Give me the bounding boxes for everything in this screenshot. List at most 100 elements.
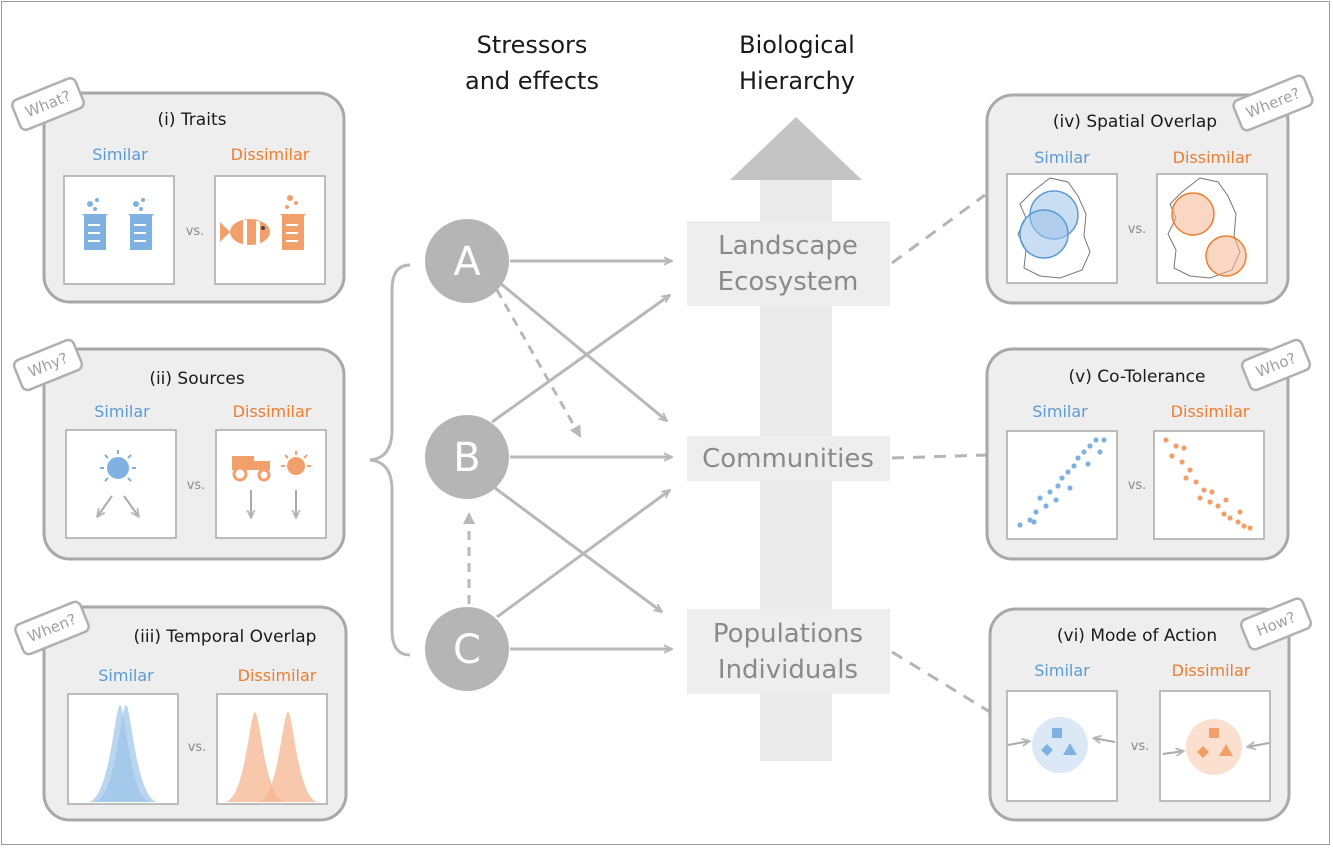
- triangle-icon: [1219, 744, 1233, 756]
- panel-cotolerance-title: (v) Co-Tolerance: [1069, 367, 1206, 387]
- cotolerance-similar-label: Similar: [1032, 402, 1088, 421]
- beaker-icon: [128, 198, 154, 250]
- panel-mode: (vi) Mode of Action Similar Dissimilar v…: [988, 607, 1291, 822]
- header-hierarchy-line2: Hierarchy: [739, 67, 855, 95]
- panel-spatial-title: (iv) Spatial Overlap: [1053, 112, 1217, 132]
- grouping-brace: [369, 263, 411, 657]
- diamond-icon: [1197, 746, 1209, 758]
- arrow-a-b-dashed: [495, 289, 582, 438]
- scatter-point: [1207, 499, 1213, 505]
- panel-sources: (ii) Sources Similar Dissimilar vs.: [42, 347, 346, 561]
- scatter-point: [1221, 511, 1227, 517]
- scatter-point: [1027, 517, 1033, 523]
- level-landscape-ecosystem: Landscape Ecosystem: [687, 221, 890, 306]
- stressor-node-b: B: [425, 415, 509, 499]
- sun-icon: [100, 450, 136, 482]
- scatter-point: [1173, 443, 1179, 449]
- sources-dissimilar-box: [215, 429, 327, 539]
- scatter-point: [1187, 467, 1193, 473]
- level-populations-label: Populations: [713, 619, 863, 649]
- arrow-b-landscape: [491, 295, 670, 424]
- temporal-vs: vs.: [188, 740, 207, 755]
- scatter-point: [1237, 509, 1243, 515]
- header-stressors-line2: and effects: [465, 67, 599, 95]
- scatter-point: [1093, 437, 1099, 443]
- panel-spatial: (iv) Spatial Overlap Similar Dissimilar …: [985, 93, 1290, 305]
- scatter-point: [1071, 463, 1077, 469]
- spatial-similar-label: Similar: [1034, 148, 1090, 167]
- node-a-label: A: [453, 239, 481, 285]
- effect-arrows: [463, 261, 672, 649]
- spatial-vs: vs.: [1128, 222, 1147, 237]
- scatter-point: [1223, 497, 1229, 503]
- sources-similar-label: Similar: [94, 402, 150, 421]
- scatter-point: [1193, 479, 1199, 485]
- connector-cotolerance: [891, 453, 988, 460]
- cotolerance-dissimilar-points: [1163, 437, 1253, 531]
- beaker-icon: [82, 198, 108, 250]
- scatter-point: [1055, 483, 1061, 489]
- scatter-point: [1197, 495, 1203, 501]
- square-icon: [1209, 728, 1219, 738]
- triangle-icon: [1063, 743, 1077, 755]
- node-b-label: B: [453, 435, 480, 481]
- connector-mode: [891, 650, 991, 714]
- mode-vs: vs.: [1131, 739, 1150, 754]
- panel-sources-title: (ii) Sources: [149, 369, 245, 389]
- ireland-map-icon: [1017, 177, 1091, 279]
- level-populations-individuals: Populations Individuals: [687, 609, 890, 694]
- scatter-point: [1097, 449, 1103, 455]
- traits-vs: vs.: [186, 224, 205, 239]
- mode-similar-label: Similar: [1034, 661, 1090, 680]
- spatial-dissimilar-label: Dissimilar: [1173, 148, 1252, 167]
- cotolerance-dissimilar-label: Dissimilar: [1171, 402, 1250, 421]
- scatter-point: [1163, 437, 1169, 443]
- tractor-icon: [232, 456, 271, 482]
- level-landscape-label: Landscape: [718, 231, 858, 261]
- scatter-point: [1181, 445, 1187, 451]
- level-individuals-label: Individuals: [718, 655, 858, 685]
- scatter-point: [1215, 503, 1221, 509]
- scatter-point: [1169, 453, 1175, 459]
- scatter-point: [1179, 459, 1185, 465]
- scatter-point: [1087, 443, 1093, 449]
- scatter-point: [1101, 437, 1107, 443]
- sources-vs: vs.: [187, 478, 206, 493]
- square-icon: [1052, 728, 1062, 738]
- stressor-node-c: C: [425, 607, 509, 691]
- scatter-point: [1033, 509, 1039, 515]
- level-communities-label: Communities: [702, 444, 874, 474]
- scatter-point: [1043, 503, 1049, 509]
- tag-who: Who?: [1240, 338, 1312, 392]
- level-ecosystem-label: Ecosystem: [718, 267, 859, 297]
- mode-dissimilar-label: Dissimilar: [1172, 661, 1251, 680]
- temporal-dissimilar-label: Dissimilar: [238, 666, 317, 685]
- tag-what: What?: [11, 76, 85, 132]
- panel-traits: (i) Traits Similar Dissimilar vs.: [42, 91, 346, 304]
- scatter-point: [1067, 485, 1073, 491]
- arrow-a-communities: [499, 281, 667, 421]
- scatter-point: [1047, 489, 1053, 495]
- sun-icon: [281, 451, 311, 475]
- panel-cotolerance: (v) Co-Tolerance Similar Dissimilar vs.: [985, 347, 1290, 561]
- diamond-icon: [1041, 744, 1053, 756]
- traits-dissimilar-label: Dissimilar: [231, 145, 310, 164]
- beaker-icon: [280, 195, 306, 250]
- header-hierarchy-line1: Biological: [739, 31, 855, 59]
- scatter-point: [1201, 487, 1207, 493]
- scatter-point: [1209, 489, 1215, 495]
- sources-dissimilar-label: Dissimilar: [233, 402, 312, 421]
- scatter-point: [1085, 461, 1091, 467]
- tag-why: Why?: [12, 338, 84, 392]
- scatter-point: [1075, 455, 1081, 461]
- arrow-c-communities: [496, 490, 670, 619]
- scatter-point: [1227, 515, 1233, 521]
- fish-icon: [220, 219, 270, 245]
- traits-similar-label: Similar: [92, 145, 148, 164]
- scatter-point: [1059, 475, 1065, 481]
- scatter-point: [1053, 497, 1059, 503]
- panel-traits-title: (i) Traits: [158, 110, 227, 130]
- scatter-point: [1235, 519, 1241, 525]
- cotolerance-similar-points: [1017, 437, 1107, 528]
